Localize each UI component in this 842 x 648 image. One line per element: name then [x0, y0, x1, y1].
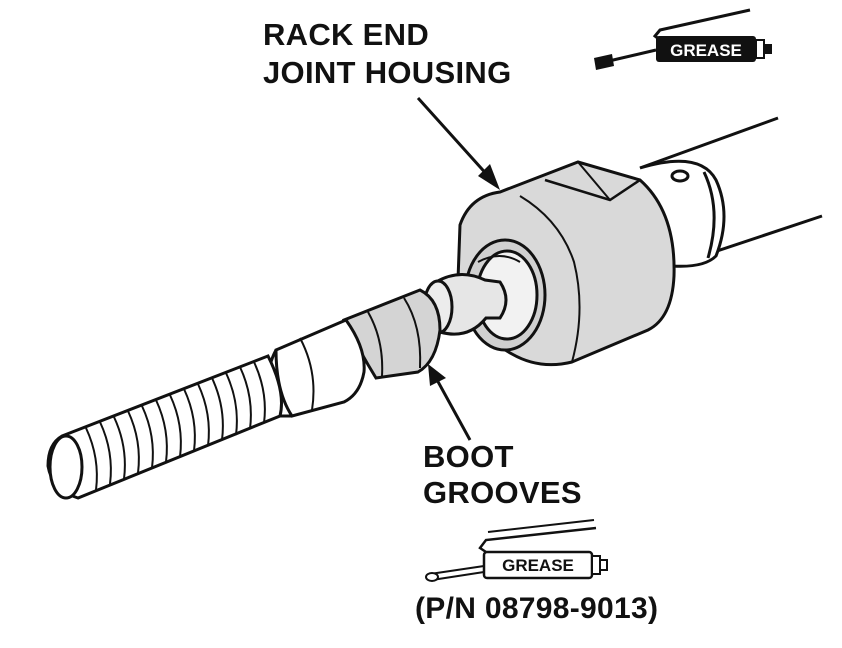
boot-grooves-label-line1: BOOT	[423, 439, 514, 474]
boot-grooves-leader-arrow	[428, 364, 472, 441]
boot-groove-shaft	[341, 288, 442, 380]
rack-shaft	[639, 116, 823, 268]
rack-end-label-line2: JOINT HOUSING	[263, 55, 512, 90]
grease-gun-icon: GREASE	[425, 519, 608, 582]
rack-end-joint-housing	[456, 160, 676, 367]
rack-end-leader-arrow	[416, 96, 500, 190]
grease-icon-label-bottom: GREASE	[502, 556, 574, 575]
part-number-label: (P/N 08798-9013)	[415, 592, 659, 625]
ball-stud	[422, 273, 508, 336]
grease-gun-icon: GREASE	[594, 8, 772, 70]
rack-end-label-line1: RACK END	[263, 17, 430, 52]
threaded-stud	[46, 354, 283, 500]
grease-icon-label-top: GREASE	[670, 41, 742, 60]
boot-grooves-label-line2: GROOVES	[423, 475, 582, 510]
